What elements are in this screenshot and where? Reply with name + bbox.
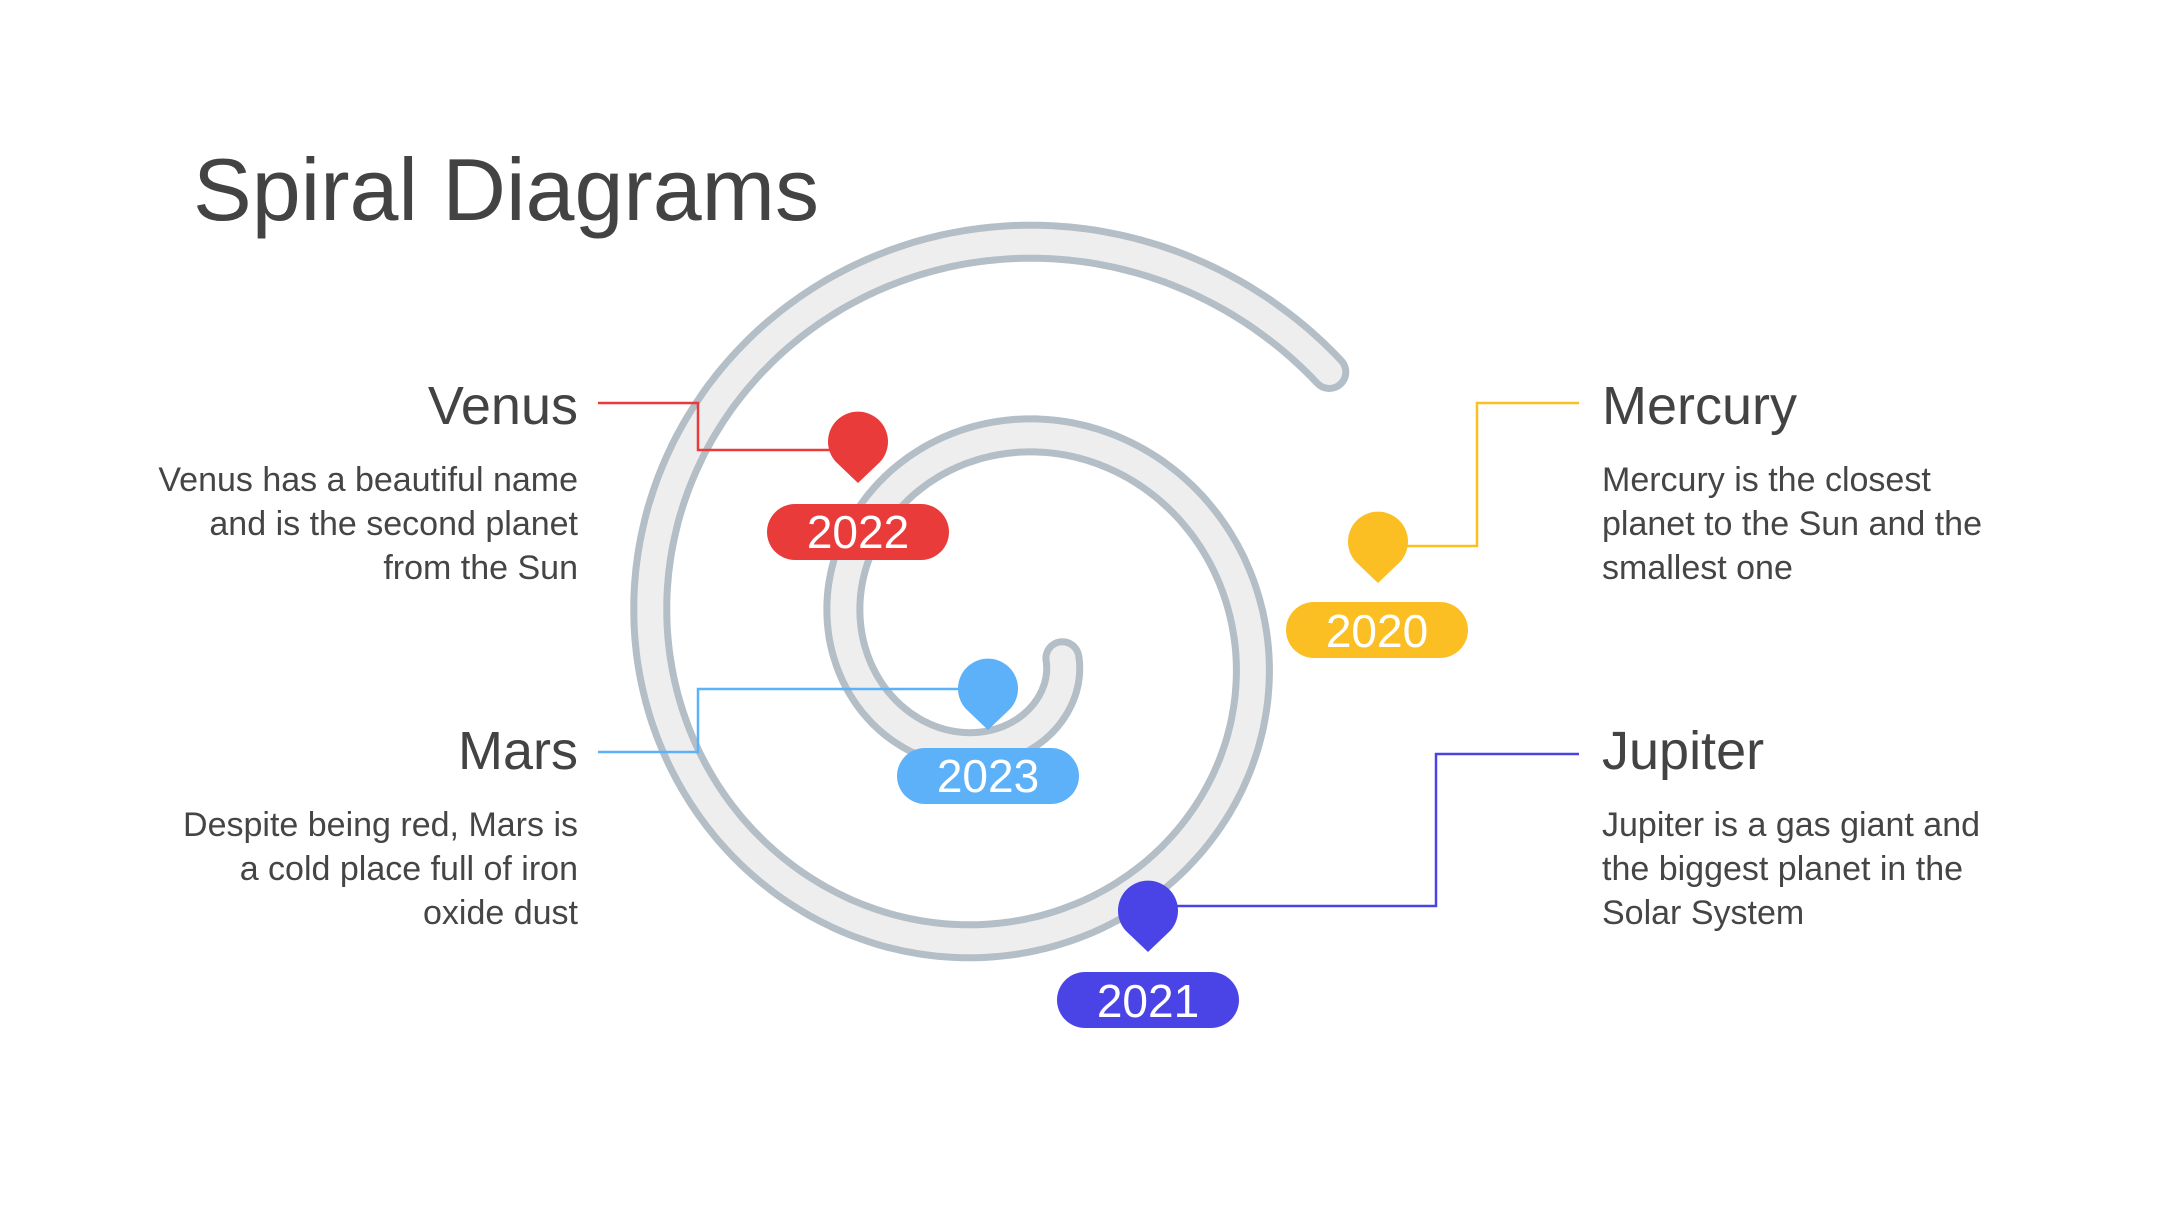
milestone-venus: 2022 (598, 401, 949, 560)
pin-mars-icon (958, 658, 1018, 730)
pin-venus-icon (828, 411, 889, 483)
year-badge-venus-label: 2022 (807, 506, 909, 558)
milestone-mars: 2023 (598, 658, 1079, 804)
year-badge-mars-label: 2023 (937, 750, 1039, 802)
connector-mercury (1402, 401, 1579, 548)
connector-mars (598, 687, 958, 754)
connector-jupiter (1170, 752, 1579, 908)
year-badge-jupiter (1057, 972, 1239, 1028)
item-jupiter: Jupiter Jupiter is a gas giant and the b… (1602, 721, 2022, 935)
spiral-track (630, 221, 1350, 962)
item-mercury: Mercury Mercury is the closest planet to… (1602, 376, 2022, 590)
spiral-fill (637, 228, 1343, 955)
item-venus-name: Venus (427, 376, 578, 436)
year-badge-mars (897, 748, 1079, 804)
item-jupiter-name: Jupiter (1602, 721, 1765, 781)
item-mars-name: Mars (458, 721, 578, 781)
year-badge-mercury (1286, 602, 1468, 658)
milestone-mercury: 2020 (1286, 401, 1579, 658)
item-mercury-description: Mercury is the closest planet to the Sun… (1602, 461, 1982, 587)
item-venus-description: Venus has a beautiful name and is the se… (158, 461, 578, 587)
page-title: Spiral Diagrams (193, 140, 819, 239)
item-mars-description: Despite being red, Mars is a cold place … (183, 806, 578, 932)
year-badge-jupiter-label: 2021 (1097, 975, 1199, 1027)
item-venus: Venus Venus has a beautiful name and is … (158, 376, 578, 590)
year-badge-venus (767, 504, 949, 560)
item-mercury-name: Mercury (1602, 376, 1798, 436)
pin-jupiter-icon (1118, 880, 1178, 952)
item-jupiter-description: Jupiter is a gas giant and the biggest p… (1602, 806, 1981, 932)
milestone-jupiter: 2021 (1057, 752, 1579, 1028)
pin-mercury-icon (1348, 511, 1408, 583)
year-badge-mercury-label: 2020 (1326, 605, 1428, 657)
connector-venus (598, 401, 838, 452)
item-mars: Mars Despite being red, Mars is a cold p… (158, 721, 578, 935)
